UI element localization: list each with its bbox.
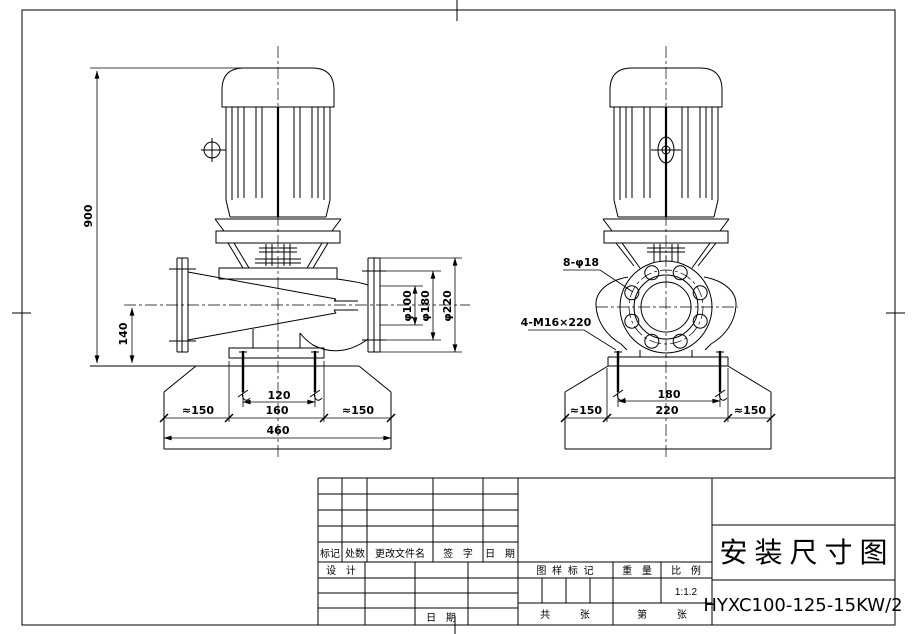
dimensions-side: 900 140 120 ≈150 160 ≈150 460 xyxy=(82,67,462,441)
label-flange-holes: 8-φ18 xyxy=(563,256,599,269)
sheets-total-label: 共 张 xyxy=(540,609,590,621)
eyebolt-icon xyxy=(201,138,226,162)
dim-overall-height: 900 xyxy=(82,204,95,227)
pump-front-view: 8-φ18 4-M16×220 180 ≈150 220 ≈150 xyxy=(521,46,776,460)
model-number: HYXC100-125-15KW/2 xyxy=(703,595,902,616)
dim-foot-span: 160 xyxy=(266,404,289,417)
dim-margin-right: ≈150 xyxy=(734,404,767,417)
label-anchor-bolts: 4-M16×220 xyxy=(521,316,592,329)
dim-suction-height: 140 xyxy=(117,322,130,345)
scale-value: 1:1.2 xyxy=(675,587,698,598)
anchor-bolts-side xyxy=(237,351,323,401)
drawing-mark-label: 图 样 标 记 xyxy=(536,564,593,577)
motor-front xyxy=(609,67,723,218)
dim-margin-left: ≈150 xyxy=(570,404,603,417)
design-label: 设 计 xyxy=(326,564,356,577)
motor-side xyxy=(201,67,335,218)
dim-foot-span: 220 xyxy=(656,404,679,417)
rev-header-mark: 标记 xyxy=(320,548,340,560)
weight-label: 重 量 xyxy=(622,564,652,577)
dim-margin-left: ≈150 xyxy=(182,404,215,417)
lantern-front xyxy=(602,218,730,269)
date-bottom-label: 日 期 xyxy=(426,612,456,624)
scale-label: 比 例 xyxy=(671,564,701,577)
dim-margin-right: ≈150 xyxy=(342,404,375,417)
rev-header-change-file: 更改文件名 xyxy=(375,547,425,560)
sheet-number-label: 第 张 xyxy=(637,608,687,621)
callouts-front: 8-φ18 4-M16×220 xyxy=(521,256,634,351)
lantern-side xyxy=(214,218,342,280)
pump-side-view: 900 140 120 ≈150 160 ≈150 460 xyxy=(82,46,470,460)
dimensions-front: 180 ≈150 220 ≈150 xyxy=(560,368,776,423)
flange-face xyxy=(596,255,738,360)
rev-header-date: 日 期 xyxy=(485,548,515,560)
rev-header-signature: 签 字 xyxy=(443,547,473,560)
drawing-title: 安装尺寸图 xyxy=(719,537,894,568)
dim-flange-od: φ220 xyxy=(441,290,454,322)
dim-anchor-span: 180 xyxy=(658,388,681,401)
pedestal-front xyxy=(607,350,729,366)
dim-foundation-width: 460 xyxy=(267,424,290,437)
sheet-frame xyxy=(12,0,905,634)
dim-anchor-span: 120 xyxy=(268,389,291,402)
anchor-bolts-front xyxy=(612,351,728,401)
foundation-front xyxy=(564,365,772,450)
pump-casing-side xyxy=(169,257,386,359)
dim-flange-bore: φ100 xyxy=(401,290,414,322)
dim-flange-bolt-circle: φ180 xyxy=(419,290,432,322)
rev-header-count: 处数 xyxy=(345,547,365,560)
eyebolt-icon xyxy=(651,136,681,164)
volute-front xyxy=(595,276,737,351)
title-block: 标记 处数 更改文件名 签 字 日 期 设 计 日 期 图 样 标 记 重 量 … xyxy=(317,477,903,625)
